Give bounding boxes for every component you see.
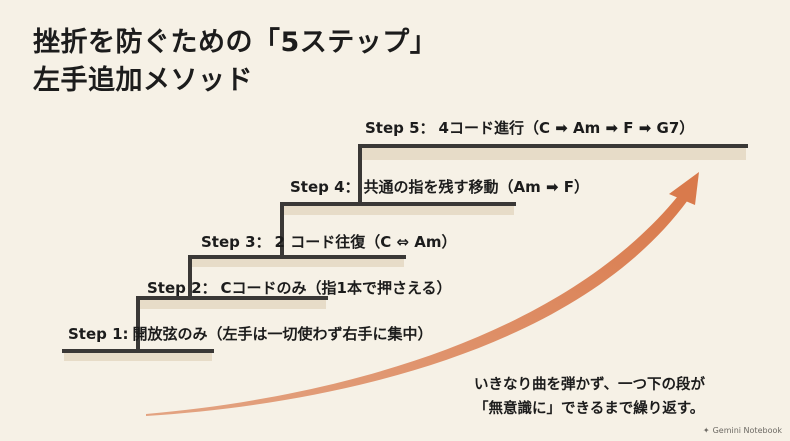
page-title: 挫折を防ぐための「5ステップ」 左手追加メソッド [33, 24, 437, 100]
gemini-sparkle-icon: ✦ [702, 426, 710, 435]
step-3-text: 2 コード往復（C ⇔ Am） [274, 233, 457, 251]
caption-line-1: いきなり曲を弾かず、一つ下の段が [474, 377, 705, 393]
step-2-label: Step 2：Cコードのみ（指1本で押さえる） [147, 279, 452, 297]
step-4-label: Step 4：共通の指を残す移動（Am ➡ F） [290, 178, 589, 196]
tread-shadows [64, 148, 746, 361]
step-1-text: 開放弦のみ（左手は一切使わず右手に集中） [132, 325, 433, 343]
caption-line-2: 「無意識に」できるまで繰り返す。 [474, 401, 705, 417]
tread-shadow-1 [64, 352, 212, 361]
step-1-number: Step 1: [68, 325, 129, 343]
step-2-number: Step 2： [147, 279, 217, 297]
step-4-number: Step 4： [290, 178, 360, 196]
caption: いきなり曲を弾かず、一つ下の段が 「無意識に」できるまで繰り返す。 [474, 373, 705, 421]
step-3-number: Step 3： [201, 233, 271, 251]
tread-shadow-3 [190, 258, 404, 267]
step-1-label: Step 1:開放弦のみ（左手は一切使わず右手に集中） [68, 325, 433, 343]
step-3-label: Step 3：2 コード往復（C ⇔ Am） [201, 233, 456, 251]
step-5-number: Step 5： [365, 119, 435, 137]
stair-outline [62, 144, 748, 353]
watermark-text: Gemini Notebook [712, 426, 782, 435]
progress-arrow-head [669, 172, 699, 205]
tread-shadow-2 [138, 300, 326, 309]
title-line-1: 挫折を防ぐための「5ステップ」 [33, 27, 438, 58]
step-5-text: 4コード進行（C ➡ Am ➡ F ➡ G7） [438, 119, 695, 137]
step-4-text: 共通の指を残す移動（Am ➡ F） [363, 178, 590, 196]
tread-shadow-5 [360, 148, 746, 160]
watermark: ✦ Gemini Notebook [703, 426, 782, 435]
step-5-label: Step 5：4コード進行（C ➡ Am ➡ F ➡ G7） [365, 119, 694, 137]
title-line-2: 左手追加メソッド [33, 65, 253, 96]
tread-shadow-4 [282, 206, 514, 215]
step-2-text: Cコードのみ（指1本で押さえる） [220, 279, 452, 297]
